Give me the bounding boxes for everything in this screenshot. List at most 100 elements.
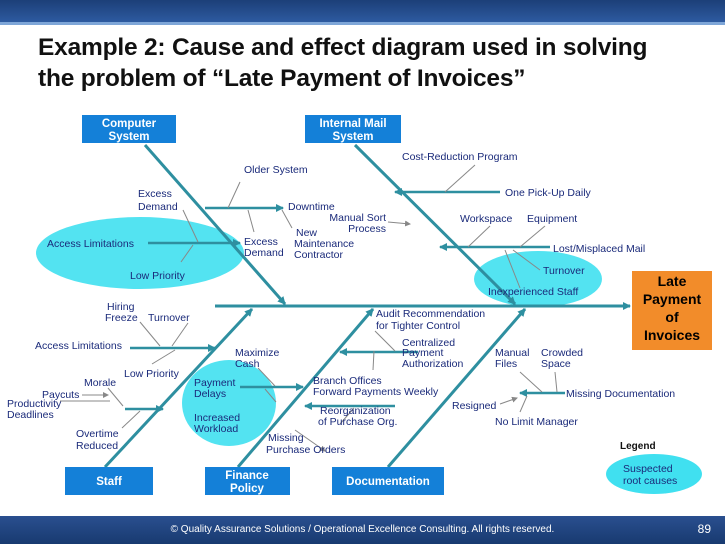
cause-label: Payment [194,377,236,389]
effect-box [632,271,712,350]
cause-label: Cost-Reduction Program [402,151,518,163]
cause-label: Older System [244,164,308,176]
minor-line [180,244,194,263]
cause-label: Manual Sort [329,212,386,224]
top-bar [0,0,725,22]
cause-label: Inexperienced Staff [488,286,578,298]
minor-line [139,321,161,347]
cause-label: Low Priority [124,368,180,380]
cause-label: Purchase Orders [266,444,345,456]
cause-label: Equipment [527,213,577,225]
footer-bar: © Quality Assurance Solutions / Operatio… [0,516,725,544]
bone-computer [143,144,287,305]
minor-line [247,209,255,233]
cause-label: Low Priority [130,270,186,282]
category-label: System [109,131,150,143]
minor-line [339,407,355,425]
minor-line [257,367,276,387]
cause-label: Resigned [452,400,497,412]
cause-label: Morale [84,377,116,389]
cause-label: Missing [268,432,304,444]
category-box-mail [305,115,401,143]
legend-title: Legend [620,441,656,452]
cause-label: Deadlines [7,409,54,421]
cause-label: Delays [194,388,226,400]
cause-label: Excess [138,188,172,200]
cause-label: One Pick-Up Daily [505,187,592,199]
cause-label: Authorization [402,358,463,370]
cause-label: Downtime [288,201,335,213]
minor-line [504,249,521,289]
bone-documentation [386,308,527,468]
minor-line [294,429,326,452]
cause-label: Space [541,358,571,370]
category-label: Staff [96,476,122,488]
cause-label: Excess [244,236,278,248]
cause-label: Demand [244,247,284,259]
legend-swatch [606,454,702,494]
cause-label: Turnover [148,312,190,324]
minor-line [387,220,411,227]
cause-label: Freeze [105,312,138,324]
category-label: Internal Mail [319,118,386,130]
minor-line [171,322,189,347]
cause-label: for Tighter Control [376,320,460,332]
category-label: Documentation [346,476,430,488]
minor-line [519,395,528,413]
effect-label: Late [658,273,687,289]
category-box-staff [65,467,153,495]
cause-label: Centralized [402,337,455,349]
effect-label: Invoices [644,327,700,343]
minor-line [151,349,176,365]
cause-label: Lost/Misplaced Mail [553,243,645,255]
minor-line [264,388,277,403]
root-cause-highlight-access [36,217,244,289]
bone-finance [236,308,375,468]
cause-label: Files [495,358,517,370]
cause-label: New [296,227,317,239]
cause-label: of Purchase Org. [318,416,397,428]
cause-label: Branch Offices [313,375,382,387]
effect-label: of [665,309,679,325]
cause-label: No Limit Manager [495,416,578,428]
cause-label: Contractor [294,249,344,261]
root-cause-highlight-inexperienced [474,251,602,307]
cause-label: Manual [495,347,529,359]
cause-label: Process [348,223,386,235]
minor-line [121,410,141,429]
cause-label: Turnover [543,265,585,277]
minor-line [227,181,241,209]
top-bar-accent [0,22,725,25]
minor-line [519,371,543,393]
minor-line [512,249,541,271]
slide-title: Example 2: Cause and effect diagram used… [38,32,678,94]
minor-line [374,330,396,352]
cause-label: Crowded [541,347,583,359]
category-box-documentation [332,467,444,495]
minor-line [281,209,293,229]
cause-label: Overtime [76,428,119,440]
cause-label: Maintenance [294,238,354,250]
page-number: 89 [697,522,711,536]
cause-label: Forward Payments Weekly [313,386,439,398]
cause-label: Reduced [76,440,118,452]
minor-line [107,387,124,407]
cause-label: Hiring [107,301,135,313]
minor-line [554,371,558,393]
bone-staff [103,307,254,469]
cause-label: Reorganization [320,405,391,417]
cause-label: Demand [138,201,178,213]
legend-item: Suspected [623,463,673,475]
cause-label: Increased [194,412,240,424]
category-box-computer [82,115,176,143]
cause-label: Audit Recommendation [376,308,485,320]
minor-line [182,209,199,243]
cause-label: Maximize [235,347,279,359]
minor-line [444,164,476,193]
cause-label: Missing Documentation [566,388,675,400]
minor-line [467,225,491,248]
legend-item: root causes [623,475,677,487]
bone-mail [353,143,517,306]
title-line-2: the problem of “Late Payment of Invoices… [38,65,526,92]
